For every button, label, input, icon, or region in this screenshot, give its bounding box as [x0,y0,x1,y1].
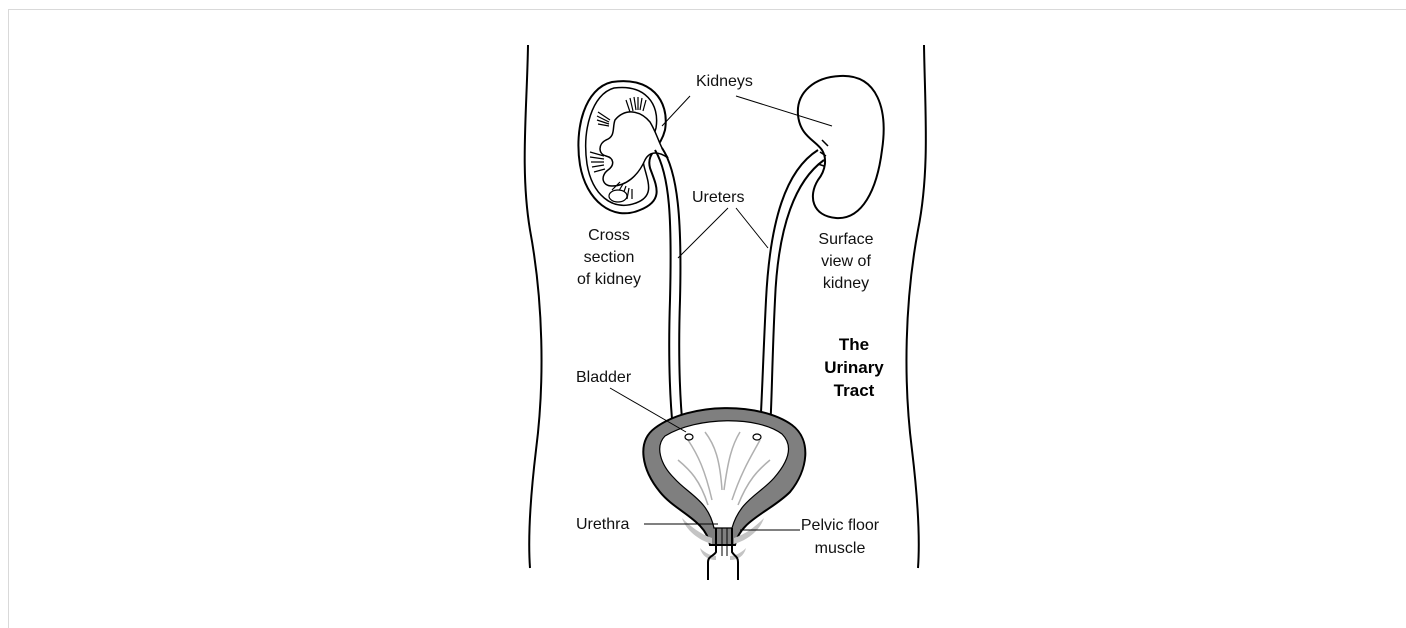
title-line2: Urinary [824,358,884,377]
left-ureter [655,150,673,430]
urethra-label: Urethra [576,516,629,533]
right-ureter [760,150,818,430]
surface-view-label-line2: view of [821,253,871,270]
bladder-label: Bladder [576,369,632,386]
surface-view-label-line1: Surface [818,231,873,248]
pelvic-floor-label-line2: muscle [815,540,866,557]
ureters-leader-right [736,208,768,248]
cross-section-kidney [578,81,668,213]
ureters-leader-left [678,208,728,258]
title-line3: Tract [834,381,875,400]
cross-section-label-line3: of kidney [577,271,641,288]
surface-view-label-line3: kidney [823,275,869,292]
kidneys-leader-left [662,96,690,126]
body-outline-left [525,45,542,568]
ureters-label: Ureters [692,189,744,206]
bladder-leader [610,388,686,432]
surface-view-kidney [798,76,884,218]
cross-section-label-line2: section [584,249,635,266]
cross-section-label-line1: Cross [588,227,630,244]
pelvic-floor-label-line1: Pelvic floor [801,517,880,534]
body-outline-right [906,45,925,568]
title-line1: The [839,335,869,354]
left-ureter-inner [662,148,683,430]
kidneys-label: Kidneys [696,73,753,90]
